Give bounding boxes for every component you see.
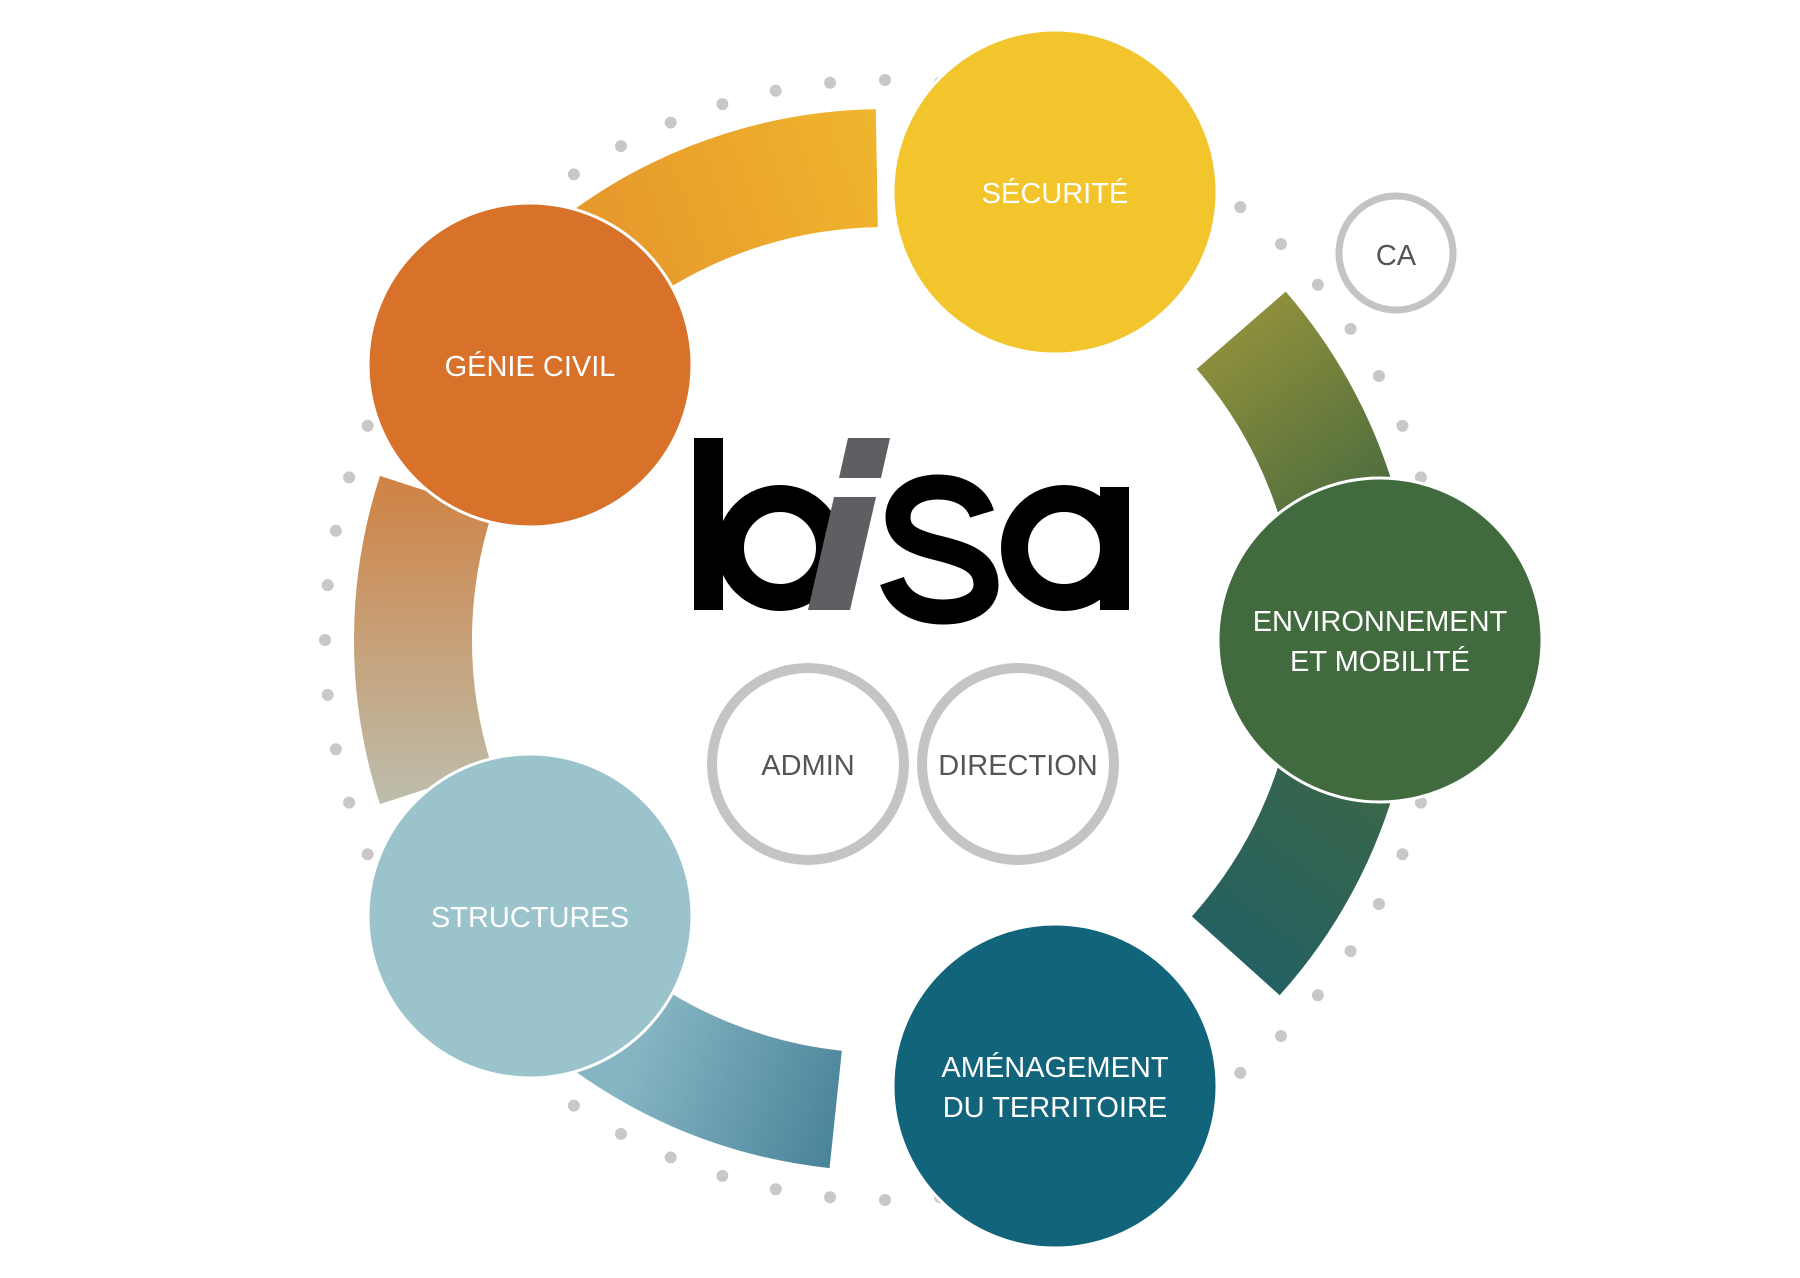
outer-ring-dot: [1414, 796, 1427, 809]
amenagement-label-line1: AMÉNAGEMENT: [941, 1051, 1168, 1084]
outer-ring-dot: [567, 1099, 580, 1112]
outer-ring-dot: [329, 524, 342, 537]
outer-ring-dot: [1372, 898, 1385, 910]
genie-civil-label: GÉNIE CIVIL: [445, 350, 616, 383]
outer-ring-dot: [1275, 1030, 1287, 1042]
outer-ring-dot: [321, 579, 334, 592]
node-admin[interactable]: ADMIN: [707, 663, 909, 865]
outer-ring-dot: [1344, 322, 1357, 335]
admin-circle: [707, 663, 909, 865]
outer-ring-dot: [769, 1183, 782, 1196]
outer-ring-dot: [1414, 471, 1427, 484]
outer-ring-dot: [1311, 278, 1324, 291]
logo-letter-i: [808, 438, 890, 610]
outer-ring-dot: [1372, 370, 1385, 382]
bisa-logo: [694, 438, 1129, 625]
securite-circle: [891, 28, 1219, 356]
outer-ring-dot: [1234, 1066, 1247, 1079]
ca-node[interactable]: CA: [1335, 192, 1457, 314]
outer-ring-dot: [343, 796, 356, 809]
amenagement-circle: [891, 922, 1219, 1250]
outer-ring-dot: [1311, 989, 1324, 1002]
direction-circle: [917, 663, 1119, 865]
environnement-circle: [1216, 476, 1544, 804]
outer-ring-dot: [615, 1127, 627, 1140]
outer-ring-dot: [1344, 945, 1357, 958]
node-structures[interactable]: STRUCTURES: [366, 752, 694, 1080]
outer-ring-dot: [716, 1169, 729, 1182]
outer-ring-dot: [879, 74, 891, 86]
outer-ring-dot: [1234, 201, 1247, 214]
outer-ring-dot: [1396, 848, 1409, 861]
node-genie-civil[interactable]: GÉNIE CIVIL: [366, 201, 694, 529]
outer-ring-dot: [664, 1151, 677, 1164]
outer-ring-dot: [664, 116, 677, 129]
environnement-label-line1: ENVIRONNEMENT: [1253, 606, 1508, 638]
node-amenagement[interactable]: AMÉNAGEMENT DU TERRITOIRE: [891, 922, 1219, 1250]
outer-ring-dot: [824, 1191, 837, 1204]
outer-ring-dot: [319, 634, 331, 646]
outer-ring-dot: [824, 76, 837, 89]
outer-ring-dot: [321, 688, 334, 701]
node-direction[interactable]: DIRECTION: [917, 663, 1119, 865]
outer-ring-dot: [343, 471, 356, 484]
outer-ring-dot: [329, 743, 342, 756]
outer-ring-dot: [361, 848, 374, 861]
securite-label: SÉCURITÉ: [982, 177, 1129, 210]
outer-ring-dot: [769, 84, 782, 97]
node-securite[interactable]: SÉCURITÉ: [891, 28, 1219, 356]
structures-circle: [366, 752, 694, 1080]
logo-letter-s: [880, 474, 999, 625]
ca-label: CA: [1376, 240, 1417, 272]
outer-ring-dot: [567, 168, 580, 181]
outer-ring-dot: [361, 419, 374, 432]
direction-label: DIRECTION: [938, 750, 1098, 782]
outer-ring-dot: [1275, 238, 1287, 250]
outer-ring-dot: [879, 1194, 891, 1206]
logo-letter-a: [1001, 485, 1129, 611]
amenagement-label-line2: DU TERRITOIRE: [943, 1092, 1168, 1124]
outer-ring-dot: [615, 140, 627, 153]
ca-circle: [1335, 192, 1457, 314]
node-environnement[interactable]: ENVIRONNEMENT ET MOBILITÉ: [1216, 476, 1544, 804]
structures-label: STRUCTURES: [431, 902, 629, 934]
outer-ring-dot: [1396, 419, 1409, 432]
outer-ring-dot: [716, 98, 729, 111]
logo-letter-b: [694, 438, 843, 611]
genie-civil-circle: [366, 201, 694, 529]
admin-label: ADMIN: [761, 750, 854, 782]
environnement-label-line2: ET MOBILITÉ: [1290, 645, 1470, 678]
arc-structures-genie: [354, 475, 493, 805]
